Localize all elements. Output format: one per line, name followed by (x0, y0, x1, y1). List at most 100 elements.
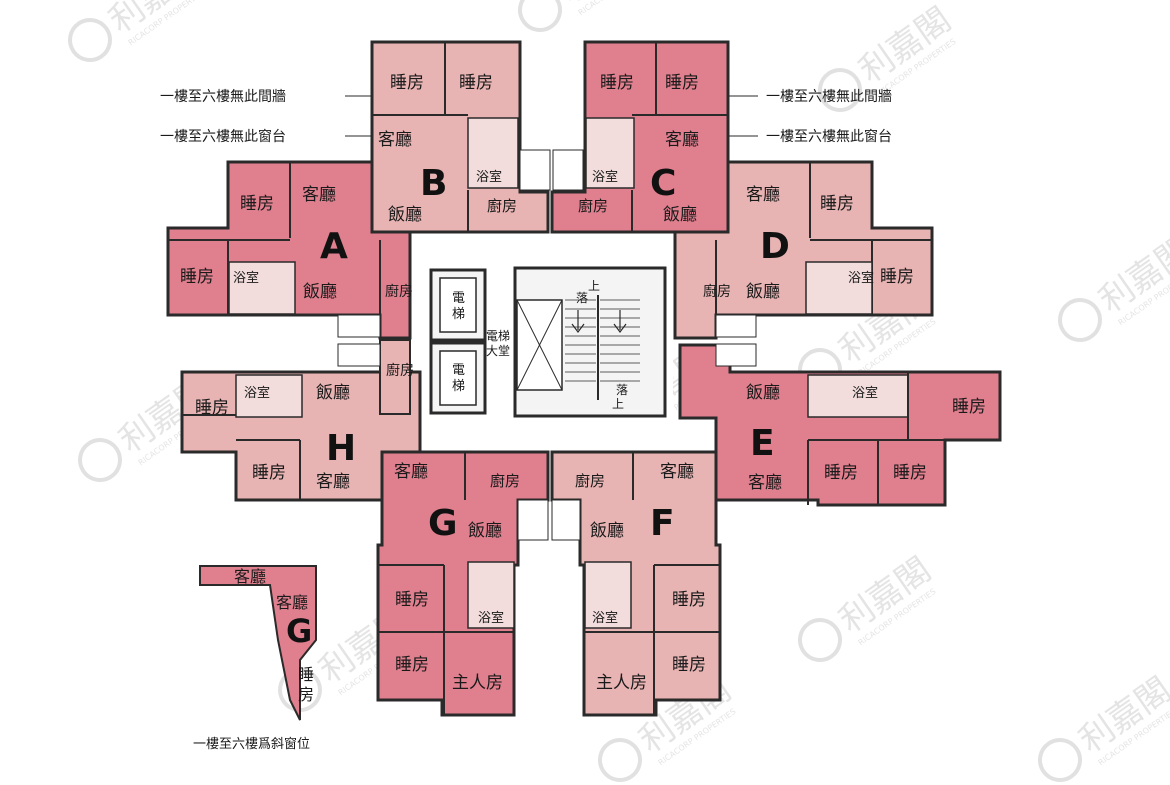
unit-letter-b: B (420, 163, 447, 204)
room-label: 浴室 (848, 270, 874, 286)
inset-vertical-label: 睡房 (298, 665, 314, 704)
stair-up-label: 上 (588, 279, 600, 293)
room-label: 浴室 (244, 385, 270, 401)
r-logo-icon (798, 618, 842, 662)
room-label: 廚房 (386, 362, 414, 379)
unit-letter-d: D (760, 226, 790, 267)
room-label: 廚房 (487, 197, 517, 215)
vent-slats (337, 149, 757, 541)
room-label: 睡房 (665, 73, 699, 93)
room-label: 睡房 (298, 665, 314, 704)
room-label: 客廳 (234, 567, 266, 586)
r-logo-icon (1058, 298, 1102, 342)
unit-letter-g: G (428, 503, 458, 544)
room-label: 睡房 (395, 590, 429, 610)
lift-lobby-label: 電梯大堂 (486, 329, 510, 358)
r-logo-icon (518, 0, 562, 32)
room-label: 浴室 (478, 610, 504, 626)
unit-letter-a: A (320, 226, 348, 267)
note-window-right: 一樓至六樓無此窗台 (766, 128, 892, 145)
unit-a (166, 160, 412, 340)
unit-letter-c: C (650, 163, 676, 204)
room-label: 飯廳 (746, 282, 780, 302)
room-label: 飯廳 (663, 205, 697, 225)
room-label: 飯廳 (303, 282, 337, 302)
room-label: 廚房 (385, 283, 413, 300)
stair-down-label: 落 (576, 291, 588, 305)
room-label: 客廳 (302, 185, 336, 205)
note-bottom-left: 一樓至六樓爲斜窗位 (193, 736, 310, 752)
stair-block (513, 266, 667, 418)
room-label: 睡房 (395, 655, 429, 675)
watermark-brand-cn: 利嘉閣 (552, 0, 658, 11)
note-wall-left: 一樓至六樓無此間牆 (160, 89, 286, 105)
units-layer (166, 40, 1002, 721)
room-label: 廚房 (703, 283, 731, 300)
room-label: 客廳 (746, 185, 780, 205)
room-label: 客廳 (378, 130, 412, 150)
unit-e (678, 343, 1002, 507)
unit-c (550, 40, 730, 234)
r-logo-icon (598, 738, 642, 782)
room-label: 客廳 (665, 130, 699, 150)
core (425, 232, 673, 452)
r-logo-icon (68, 18, 112, 62)
room-label: 客廳 (660, 462, 694, 482)
room-label: 睡房 (459, 73, 493, 93)
room-label: 廚房 (490, 472, 520, 490)
lift-label-1: 電梯 (452, 291, 465, 322)
label-layer: A B C D E F G H G 睡房 客廳 睡房 浴室 飯廳 廚房 睡房 睡… (160, 73, 986, 752)
room-label: 廚房 (575, 472, 605, 490)
leader-lines (345, 95, 758, 137)
unit-d (673, 160, 934, 340)
room-label: 浴室 (852, 385, 878, 401)
room-label: 廚房 (578, 197, 608, 215)
room-label: 睡房 (820, 194, 854, 214)
unit-h (180, 339, 422, 502)
room-label: 睡房 (672, 590, 706, 610)
lift-label-2: 電梯 (452, 363, 465, 394)
room-label: 主人房 (452, 673, 503, 693)
r-logo-icon (78, 438, 122, 482)
room-label: 睡房 (880, 267, 914, 287)
watermark-brand-cn: 利嘉閣 (1092, 230, 1170, 321)
unit-g (376, 450, 550, 717)
watermark-brand-en: RICACORP PROPERTIES (577, 0, 658, 17)
room-label: 飯廳 (388, 205, 422, 225)
room-label: 客廳 (748, 473, 782, 493)
room-label: 飯廳 (590, 521, 624, 541)
room-label: 浴室 (476, 169, 502, 185)
room-label: 睡房 (252, 463, 286, 483)
unit-b (370, 40, 550, 234)
room-label: 飯廳 (468, 521, 502, 541)
inset-unit-g (199, 565, 317, 721)
note-wall-right: 一樓至六樓無此間牆 (766, 89, 892, 105)
room-label: 睡房 (240, 194, 274, 214)
inset-letter-g: G (286, 612, 312, 650)
room-label: 客廳 (394, 462, 428, 482)
room-label: 客廳 (316, 472, 350, 492)
stair-down-label: 落 (616, 383, 628, 397)
unit-letter-e: E (750, 423, 775, 464)
room-label: 睡房 (952, 397, 986, 417)
stair-up-label: 上 (612, 397, 624, 411)
room-label: 飯廳 (746, 383, 780, 403)
unit-f (550, 450, 722, 717)
room-label: 睡房 (824, 463, 858, 483)
room-label: 睡房 (893, 463, 927, 483)
room-label: 主人房 (596, 673, 647, 693)
room-label: 睡房 (390, 73, 424, 93)
room-label: 飯廳 (316, 383, 350, 403)
room-label: 睡房 (195, 398, 229, 418)
room-label: 浴室 (233, 270, 259, 286)
unit-letter-h: H (326, 428, 356, 469)
r-logo-icon (1038, 738, 1082, 782)
stair-treads (565, 299, 640, 382)
